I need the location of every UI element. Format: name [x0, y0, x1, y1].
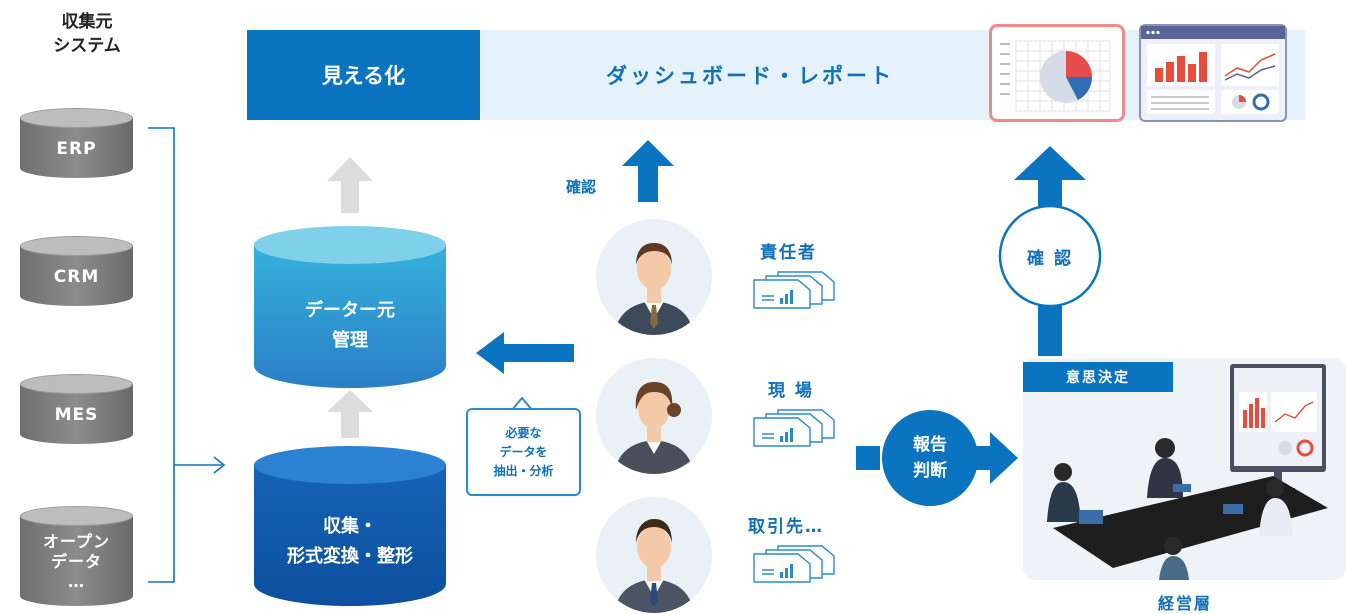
extract-analyze-callout: 必要な データを 抽出・分析: [466, 408, 581, 496]
master-data-label: データー元 管理: [254, 296, 446, 356]
callout-line2: データを: [499, 444, 548, 459]
role-field: 現 場: [768, 381, 814, 401]
report-line2: 判断: [913, 461, 947, 481]
management-caption: 経営層: [1157, 594, 1212, 613]
source-bracket-arrow: [148, 127, 226, 583]
collection-cylinder: 収集・ 形式変換・整形: [254, 446, 446, 606]
open-data-line1: オープン: [42, 532, 111, 551]
system-erp: ERP: [20, 108, 133, 178]
report-line1: 報告: [913, 435, 947, 455]
confirm-circle-arrow: [998, 146, 1102, 356]
callout-pointer: [511, 396, 533, 411]
master-line2: 管理: [332, 330, 368, 351]
bar-chart-dashboard-icon: [1139, 24, 1287, 122]
system-label: CRM: [53, 267, 100, 287]
source-title-line1: 収集元: [61, 12, 113, 32]
gray-up-arrow-top: [327, 157, 373, 213]
extract-left-arrow: [476, 332, 574, 374]
confirm-up-arrow: [622, 140, 674, 202]
system-crm: CRM: [20, 236, 133, 306]
collect-line1: 収集・: [323, 516, 377, 537]
source-systems-title: 収集元 システム: [22, 10, 152, 58]
pie-chart-dashboard-icon: [989, 24, 1125, 122]
system-label: ERP: [56, 139, 97, 159]
confirm-circle-label: 確 認: [1027, 248, 1073, 269]
callout-line1: 必要な: [505, 425, 542, 440]
report-judgment-arrow: [856, 410, 1018, 506]
collection-label: 収集・ 形式変換・整形: [254, 512, 446, 572]
report-document-icon: [753, 409, 835, 447]
open-data-line2: データ: [50, 552, 102, 571]
system-open-data: オープン データ …: [20, 506, 133, 606]
person-manager-avatar: [596, 219, 712, 335]
person-partner-avatar: [596, 497, 712, 613]
decision-making-panel: [1023, 358, 1346, 580]
system-label-open-data: オープン データ …: [20, 524, 133, 600]
report-document-icon: [753, 271, 835, 309]
report-judgment-label: 報告 判断: [882, 410, 978, 506]
collect-line2: 形式変換・整形: [287, 546, 413, 567]
dashboard-report-title: ダッシュボード・レポート: [606, 64, 894, 88]
master-data-cylinder: データー元 管理: [254, 226, 446, 388]
system-label: MES: [54, 405, 99, 425]
system-mes: MES: [20, 374, 133, 444]
role-partner: 取引先…: [748, 517, 824, 537]
source-title-line2: システム: [53, 36, 121, 56]
open-data-line3: …: [68, 572, 85, 591]
callout-line3: 抽出・分析: [493, 463, 554, 478]
master-line1: データー元: [305, 300, 395, 321]
gray-up-arrow-bottom: [327, 390, 373, 438]
person-field-avatar: [596, 358, 712, 474]
visualization-label: 見える化: [247, 30, 480, 120]
decision-making-tag: 意思決定: [1023, 362, 1173, 392]
role-manager: 責任者: [760, 243, 817, 263]
report-document-icon: [753, 545, 835, 583]
confirm-label: 確認: [566, 178, 597, 196]
